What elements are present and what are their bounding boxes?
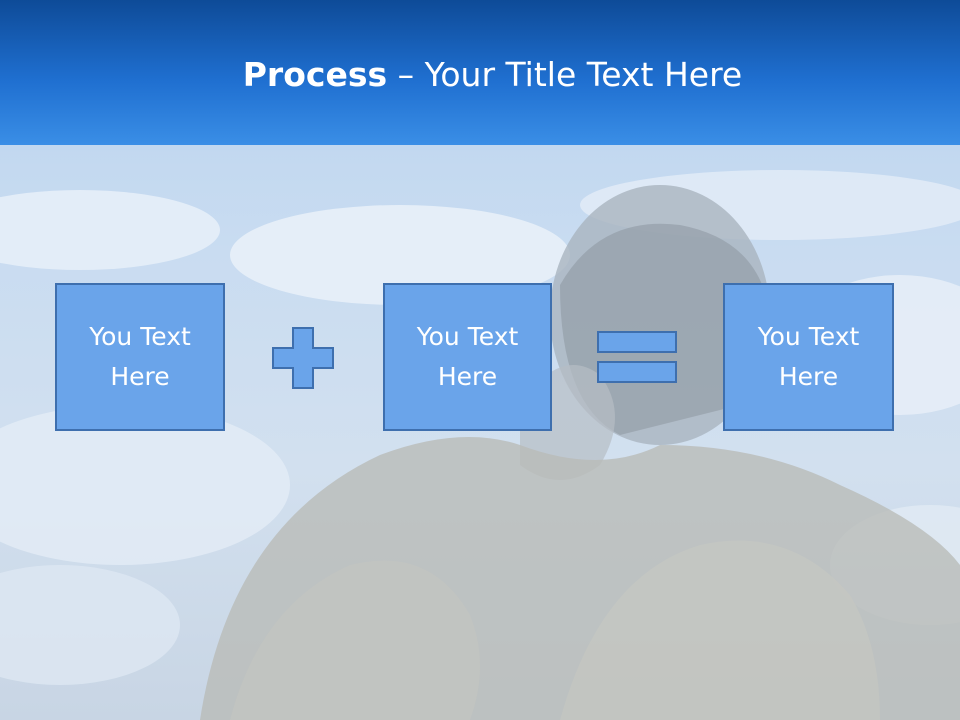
title-bold-text: Process — [242, 55, 388, 94]
text-box-2-line1: You Text — [416, 322, 519, 351]
slide-title: Process – Your Title Text Here — [0, 52, 960, 98]
text-box-3-line2: Here — [778, 362, 839, 391]
plus-icon — [272, 327, 334, 389]
text-box-2-line2: Here — [437, 362, 498, 391]
header-bar: Process – Your Title Text Here — [0, 0, 960, 145]
title-rest-text: – Your Title Text Here — [387, 55, 743, 94]
text-box-3-line1: You Text — [757, 322, 860, 351]
text-box-1-line1: You Text — [89, 322, 191, 351]
text-box-2[interactable]: You Text Here — [383, 283, 552, 431]
equals-icon — [597, 331, 677, 383]
text-box-3[interactable]: You Text Here — [723, 283, 894, 431]
background-photo — [0, 170, 960, 720]
text-box-1-line2: Here — [110, 362, 170, 391]
text-box-1[interactable]: You Text Here — [55, 283, 225, 431]
